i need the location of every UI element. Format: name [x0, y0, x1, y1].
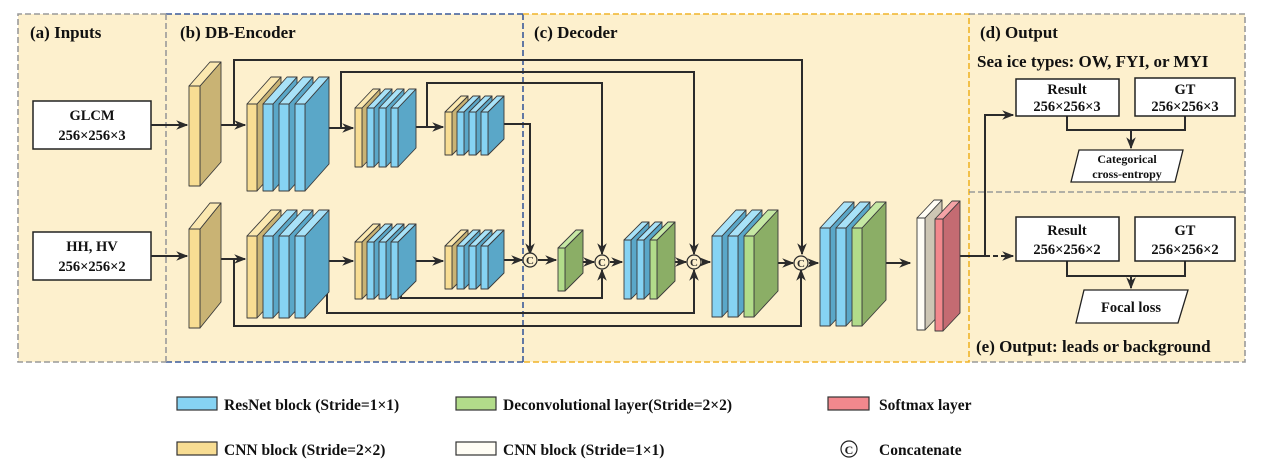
output-d-gt-box: GT 256×256×3 — [1134, 77, 1236, 117]
svg-text:256×256×3: 256×256×3 — [1151, 99, 1218, 115]
legend-item-softmax: Softmax layer — [827, 396, 972, 414]
svg-text:256×256×2: 256×256×2 — [1151, 242, 1218, 258]
dec-stage3-layer-3-deconv — [851, 201, 887, 327]
legend-label-cnn1: CNN block (Stride=1×1) — [503, 442, 664, 459]
skip-top-1 — [233, 59, 807, 256]
concatenate-icon: C — [686, 254, 702, 270]
encoder-title: (b) DB-Encoder — [180, 23, 296, 42]
dec-stage2-layer-3-deconv — [743, 209, 779, 318]
legend-label-cnn2: CNN block (Stride=2×2) — [224, 442, 385, 459]
legend-item-cnn2: CNN block (Stride=2×2) — [176, 441, 385, 459]
output-e-gt-box: GT 256×256×2 — [1134, 216, 1236, 262]
legend-label-concat: Concatenate — [879, 442, 962, 459]
dec-deconv-1 — [557, 229, 584, 292]
svg-text:C: C — [598, 257, 606, 269]
input-glcm: GLCM 256×256×3 — [32, 100, 152, 150]
output-e-title: (e) Output: leads or background — [976, 337, 1211, 356]
concatenate-icon: C — [594, 254, 610, 270]
output-d-title: (d) Output — [980, 23, 1058, 42]
inputs-panel — [18, 14, 166, 362]
dec-stage1-layer-3-deconv — [649, 221, 676, 300]
svg-text:GLCM: GLCM — [69, 108, 114, 124]
arrow-to-output-d — [958, 110, 1015, 257]
legend-item-cnn1: CNN block (Stride=1×1) — [455, 441, 664, 459]
legend-label-resnet: ResNet block (Stride=1×1) — [224, 397, 399, 414]
decoder-panel-border — [523, 13, 970, 363]
legend-concat-icon: C — [840, 440, 858, 458]
svg-text:256×256×2: 256×256×2 — [58, 259, 125, 275]
enc-bot-stage1-layer-4-resnet — [294, 209, 330, 319]
input-hh-hv: HH, HV 256×256×2 — [32, 231, 152, 281]
legend-item-concat: C Concatenate — [840, 440, 962, 459]
enc-top-stage3-layer-4-resnet — [480, 95, 505, 156]
svg-text:Focal loss: Focal loss — [1101, 300, 1161, 316]
svg-text:GT: GT — [1175, 82, 1196, 98]
svg-text:256×256×3: 256×256×3 — [1033, 99, 1100, 115]
svg-text:256×256×2: 256×256×2 — [1033, 242, 1100, 258]
legend-label-deconv: Deconvolutional layer(Stride=2×2) — [503, 397, 732, 414]
inputs-panel-border — [17, 13, 166, 363]
svg-text:Result: Result — [1047, 82, 1087, 98]
svg-text:Categorical: Categorical — [1097, 152, 1157, 166]
enc-bot-cnn-input — [188, 202, 222, 329]
legend-swatch-resnet — [176, 396, 218, 411]
output-e-result-box: Result 256×256×2 — [1015, 216, 1120, 262]
skip-bot-1 — [233, 259, 806, 327]
final-softmax — [934, 200, 961, 332]
svg-text:GT: GT — [1175, 223, 1196, 239]
svg-text:C: C — [690, 257, 698, 269]
output-d-loss-box: Categorical cross-entropy — [1070, 149, 1184, 183]
svg-text:256×256×3: 256×256×3 — [58, 128, 125, 144]
svg-text:cross-entropy: cross-entropy — [1092, 167, 1162, 181]
inputs-title: (a) Inputs — [30, 23, 102, 42]
enc-bot-stage2-layer-4-resnet — [390, 223, 417, 300]
enc-top-cnn-input — [188, 61, 222, 187]
enc-top-stage1-layer-4-resnet — [294, 76, 330, 192]
legend-item-resnet: ResNet block (Stride=1×1) — [176, 396, 399, 414]
output-e-join — [1066, 261, 1186, 277]
skip-top-2 — [340, 71, 699, 256]
legend-swatch-deconv — [455, 396, 497, 411]
decoder-title: (c) Decoder — [534, 23, 618, 42]
legend-swatch-cnn1 — [455, 441, 497, 456]
enc-top-stage2-layer-4-resnet — [390, 88, 417, 168]
output-e-loss-box: Focal loss — [1075, 289, 1189, 324]
enc-bot-stage3-layer-4-resnet — [480, 229, 505, 290]
svg-text:C: C — [797, 258, 805, 270]
legend-swatch-softmax — [827, 396, 870, 411]
legend-swatch-cnn2 — [176, 441, 218, 456]
svg-text:HH, HV: HH, HV — [66, 239, 118, 255]
legend-label-softmax: Softmax layer — [879, 397, 972, 414]
output-panel-border — [969, 13, 1246, 363]
svg-text:Result: Result — [1047, 223, 1087, 239]
output-d-join — [1066, 116, 1186, 131]
skip-top-deep — [501, 123, 535, 256]
concatenate-icon: C — [522, 252, 538, 268]
output-d-subtitle: Sea ice types: OW, FYI, or MYI — [977, 52, 1209, 71]
skip-top-3 — [426, 82, 607, 256]
svg-text:C: C — [845, 443, 854, 457]
svg-text:C: C — [526, 255, 534, 267]
legend: ResNet block (Stride=1×1) Deconvolutiona… — [176, 396, 972, 459]
concatenate-icon: C — [793, 255, 809, 271]
output-d-result-box: Result 256×256×3 — [1015, 78, 1120, 117]
legend-item-deconv: Deconvolutional layer(Stride=2×2) — [455, 396, 732, 414]
